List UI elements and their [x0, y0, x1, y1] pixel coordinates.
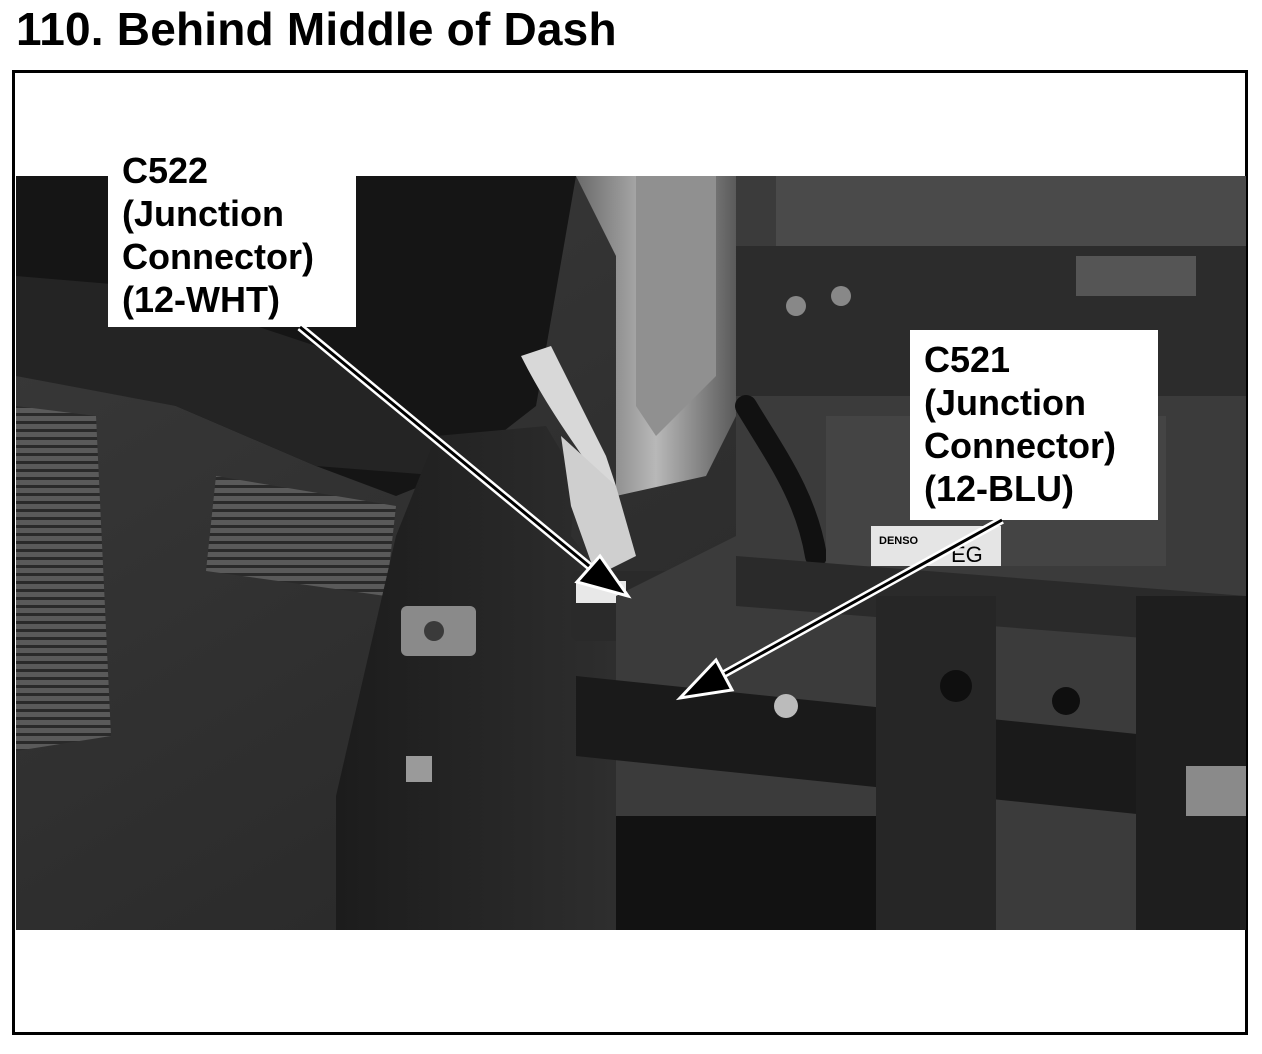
- module-label-denso: DENSO: [879, 535, 919, 547]
- cross-member: [576, 676, 1156, 816]
- callout-c521-line-3: Connector): [924, 425, 1116, 466]
- callout-c521-line-4: (12-BLU): [924, 468, 1074, 509]
- callout-c521-line-1: C521: [924, 339, 1011, 380]
- bolt: [774, 694, 798, 718]
- module-label-eg: EG: [951, 542, 983, 567]
- footrest-pad: [16, 406, 111, 751]
- page-title: 110. Behind Middle of Dash: [16, 3, 617, 55]
- callout-c522-line-3: Connector): [122, 236, 314, 277]
- callout-c522-line-4: (12-WHT): [122, 279, 280, 320]
- callout-c521: C521 (Junction Connector) (12-BLU): [910, 330, 1158, 520]
- callout-c522: C522 (Junction Connector) (12-WHT): [108, 145, 356, 327]
- callout-c521-line-2: (Junction: [924, 382, 1086, 423]
- callout-c522-line-2: (Junction: [122, 193, 284, 234]
- callout-c522-line-1: C522: [122, 150, 209, 191]
